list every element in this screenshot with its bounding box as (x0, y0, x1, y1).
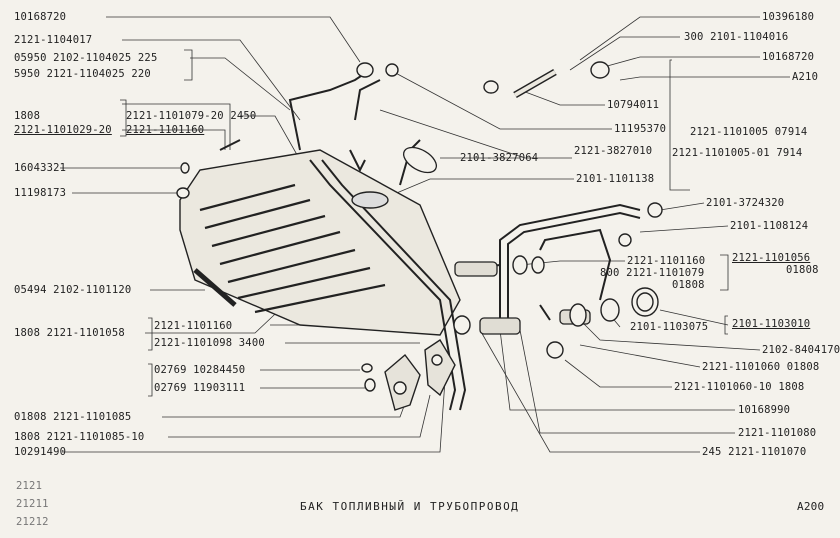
leader-line (240, 115, 301, 161)
label-2121-1101085-10: 1808 2121-1101085-10 (14, 431, 145, 443)
label-2121-1101060: 2121-1101060 01808 (702, 361, 820, 373)
label-2121-1104017: 2121-1104017 (14, 34, 93, 46)
label-1808: 1808 (14, 110, 41, 122)
leader-line (519, 89, 605, 106)
leader-line (639, 225, 729, 233)
leader-line (190, 57, 291, 111)
tank-ribs (199, 183, 386, 314)
leader-line (569, 36, 680, 71)
mounting-bracket (384, 339, 456, 411)
float (402, 146, 438, 174)
leader-line (168, 394, 431, 438)
label-2101-1108124: 2101-1108124 (730, 220, 809, 232)
label-2121-1101029-20: 2121-1101029-20 (14, 124, 112, 136)
label-2101-3724320: 2101-3724320 (706, 197, 785, 209)
leader-line (599, 56, 760, 69)
label-2121-1101160-right: 2121-1101160 (627, 255, 706, 267)
label-2121-1101058: 1808 2121-1101058 (14, 327, 125, 339)
leader-line (659, 309, 729, 326)
leader-line (579, 344, 701, 368)
label-2121-1101005: 2121-1101005 07914 (690, 126, 808, 138)
leader-line (379, 109, 572, 159)
label-2101-3827064: 2101-3827064 (460, 152, 539, 164)
label-2121-1101079: 800 2121-1101079 (600, 267, 705, 279)
label-2121-1101160-top: 2121-1101160 (126, 124, 205, 136)
clamps (176, 61, 663, 392)
label-16043321: 16043321 (14, 162, 67, 174)
model-21212: 21212 (16, 516, 49, 528)
label-05950: 05950 2102-1104025 225 (14, 52, 158, 64)
label-2101-1101138: 2101-1101138 (576, 173, 655, 185)
leader-line (122, 39, 301, 121)
fuel-gauge-sensor (351, 191, 389, 209)
label-01808-a: 01808 (672, 279, 705, 291)
label-11195370: 11195370 (614, 123, 667, 135)
label-2102-8404170: 2102-8404170 (762, 344, 840, 356)
label-2121-1101098: 2121-1101098 3400 (154, 337, 265, 349)
model-2121: 2121 (16, 480, 43, 492)
label-11903111: 02769 11903111 (154, 382, 246, 394)
label-2121-3827010: 2121-3827010 (574, 145, 653, 157)
leader-line (659, 202, 705, 211)
label-10168990: 10168990 (738, 404, 791, 416)
label-2121-1101060-10: 2121-1101060-10 1808 (674, 381, 805, 393)
leader-line (122, 103, 231, 150)
label-2101-1103010: 2101-1103010 (732, 318, 811, 330)
label-2121-1101070: 245 2121-1101070 (702, 446, 807, 458)
label-10396180: 10396180 (762, 11, 815, 23)
label-10168720: 10168720 (14, 11, 67, 23)
label-2101-1103075: 2101-1103075 (630, 321, 709, 333)
label-2121-1101079-20: 2121-1101079-20 2450 (126, 110, 257, 122)
label-10794011: 10794011 (607, 99, 660, 111)
label-2121-1101080: 2121-1101080 (738, 427, 817, 439)
label-2121-1101160-mid: 2121-1101160 (154, 320, 233, 332)
label-2121-1101085: 01808 2121-1101085 (14, 411, 132, 423)
label-11198173: 11198173 (14, 187, 67, 199)
label-01808-b: 01808 (786, 264, 819, 276)
label-10168720-right: 10168720 (762, 51, 815, 63)
leader-line (122, 129, 226, 150)
page-code: А200 (797, 500, 825, 513)
leader-line (519, 329, 735, 434)
leader-line (62, 379, 446, 453)
page-title: БАК ТОПЛИВНЫЙ И ТРУБОПРОВОД (300, 500, 520, 513)
hose (454, 261, 591, 335)
leader-line (162, 389, 411, 418)
leader-line (579, 319, 761, 351)
leader-line (106, 16, 361, 63)
leader-line (479, 329, 700, 453)
label-10291490: 10291490 (14, 446, 67, 458)
label-10284450: 02769 10284450 (154, 364, 246, 376)
label-2121-1101005-01: 2121-1101005-01 7914 (672, 147, 803, 159)
leader-line (499, 329, 735, 411)
label-5950: 5950 2121-1104025 220 (14, 68, 151, 80)
label-05494: 05494 2102-1101120 (14, 284, 132, 296)
leader-line (379, 178, 574, 201)
leader-line (619, 76, 790, 81)
leader-line (389, 69, 612, 130)
label-2101-1104016: 300 2101-1104016 (684, 31, 789, 43)
leader-line (579, 16, 760, 61)
label-2121-1101056: 2121-1101056 (732, 252, 811, 264)
leader-line (564, 359, 672, 388)
strap (193, 268, 237, 307)
label-a210: А210 (792, 71, 819, 83)
model-21211: 21211 (16, 498, 49, 510)
